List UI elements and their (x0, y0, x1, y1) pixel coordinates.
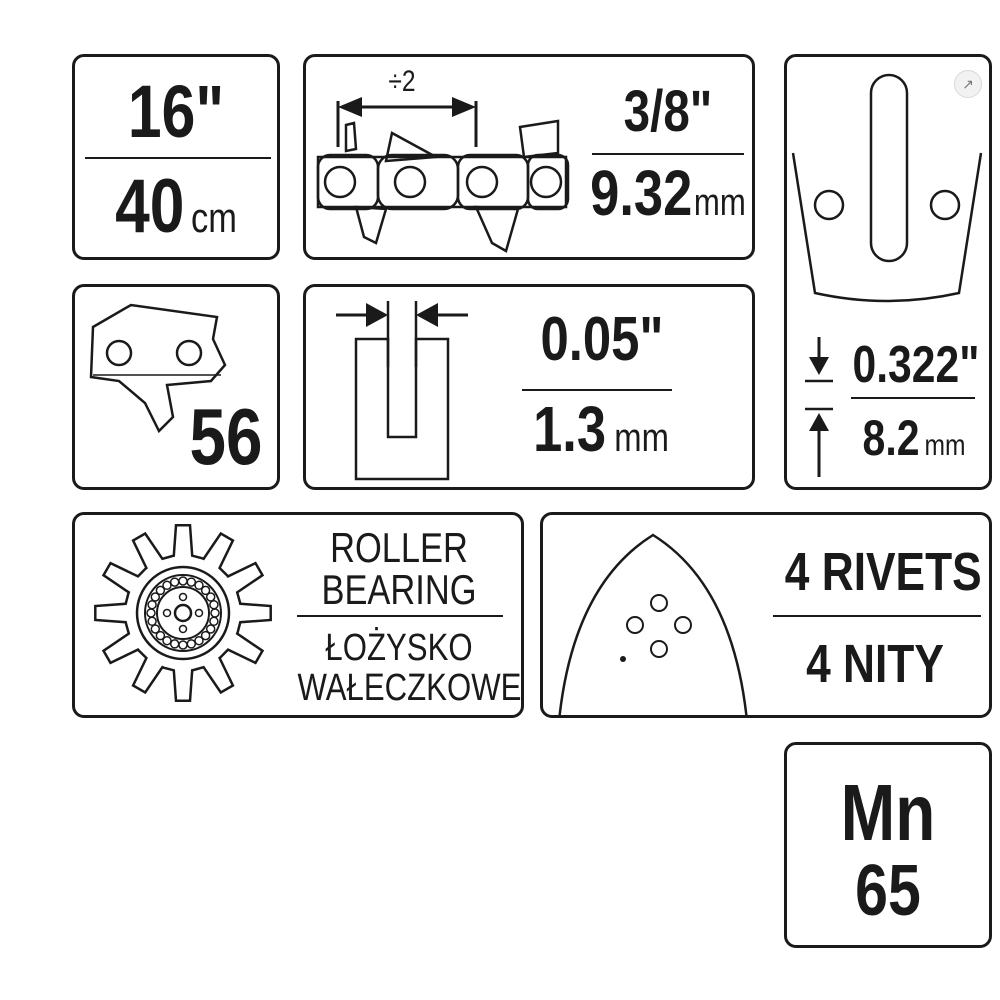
sprocket-roller (146, 608, 156, 618)
pitch-mm-value: 9.32 (590, 157, 693, 229)
sprocket-roller (150, 624, 161, 634)
sprocket-teeth (94, 524, 272, 702)
material-element: Mn (840, 768, 936, 857)
sprocket-roller (186, 639, 197, 649)
bar-length-divider (85, 157, 271, 159)
groove-depth-arrows (805, 337, 833, 477)
sprocket-line-bearing: BEARING (321, 566, 477, 613)
sprocket-icon (94, 524, 272, 702)
sprocket-roller (178, 640, 188, 650)
gauge-divider (522, 389, 672, 391)
rivets-panel: 4 RIVETS 4 NITY (540, 512, 992, 718)
sprocket-roller (169, 639, 180, 649)
drive-links-count: 56 (189, 392, 263, 481)
pitch-inches: 3/8" (623, 79, 713, 144)
sprocket-line-roller: ROLLER (330, 524, 468, 571)
pitch-mm-unit: mm (693, 182, 746, 224)
gauge-mm-unit: mm (614, 416, 669, 460)
bar-length-inches: 16" (127, 70, 225, 153)
sprocket-roller (178, 576, 188, 586)
bar-nose-illustration (558, 533, 748, 715)
material-panel: Mn 65 (784, 742, 992, 948)
sprocket-roller (155, 630, 166, 641)
bar-length-cm-value: 40 (115, 164, 185, 249)
pitch-divider-label: ÷2 (388, 65, 416, 98)
sprocket-roller (150, 592, 161, 602)
drive-links-panel: 56 (72, 284, 280, 490)
sprocket-roller (200, 630, 211, 641)
sprocket-roller (147, 599, 157, 610)
expand-icon[interactable]: ↗ (954, 70, 982, 98)
sprocket-line-lozysko: ŁOŻYSKO (325, 627, 473, 669)
bar-tip-illustration (791, 73, 983, 303)
sprocket-roller (169, 577, 180, 587)
groove-depth-inches: 0.322" (852, 336, 980, 394)
groove-depth-mm-value: 8.2 (862, 410, 920, 466)
rivets-english: 4 RIVETS (784, 542, 982, 602)
chain-pitch-panel: ÷2 3/8" 9.32mm (303, 54, 755, 260)
bar-length-cm-unit: cm (190, 194, 237, 241)
gauge-groove-illustration (336, 301, 468, 481)
rivets-polish: 4 NITY (806, 634, 944, 694)
groove-depth-divider (851, 397, 975, 399)
sprocket-roller (194, 635, 204, 646)
sprocket-roller (205, 624, 216, 634)
pitch-divider-line (592, 153, 744, 155)
sprocket-roller (205, 592, 216, 602)
sprocket-roller (209, 599, 219, 610)
sprocket-roller (200, 585, 211, 596)
gauge-inches: 0.05" (540, 305, 664, 374)
gauge-mm-value: 1.3 (533, 393, 607, 465)
rivets-divider (773, 615, 981, 617)
sprocket-panel: ROLLER BEARING ŁOŻYSKO WAŁECZKOWE (72, 512, 524, 718)
sprocket-roller (162, 580, 172, 591)
sprocket-roller (194, 580, 204, 591)
sprocket-roller (155, 585, 166, 596)
pitch-mm: 9.32mm (586, 161, 750, 225)
material-grade: 65 (855, 851, 921, 931)
chain-links-illustration (316, 97, 570, 253)
sprocket-divider (297, 615, 503, 617)
sprocket-roller (147, 616, 157, 627)
sprocket-roller (186, 577, 197, 587)
sprocket-roller (209, 616, 219, 627)
sprocket-line-waleczkowe: WAŁECZKOWE (297, 667, 522, 709)
groove-depth-mm-unit: mm (924, 429, 966, 462)
drive-link-illustration (89, 303, 227, 434)
sprocket-roller (210, 608, 220, 618)
sprocket-roller (162, 635, 172, 646)
